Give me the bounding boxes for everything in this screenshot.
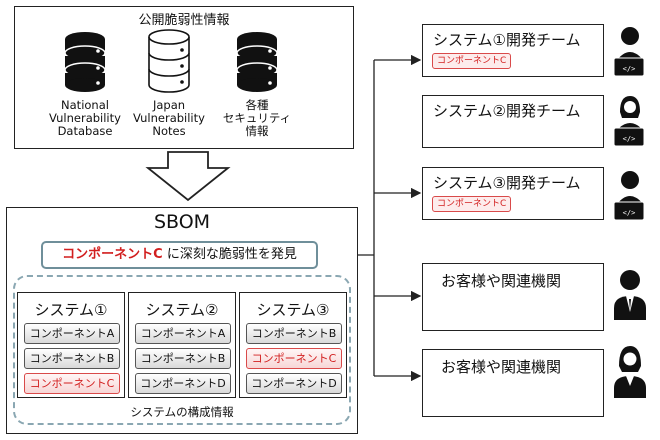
component-item: コンポーネントA	[135, 323, 231, 344]
recipient-box-customer-2: お客様や関連機関	[422, 349, 604, 417]
component-item: コンポーネントA	[24, 323, 120, 344]
server-database-icon	[62, 31, 108, 97]
component-item: コンポーネントD	[135, 373, 231, 394]
recipient-box-team-2: システム②開発チーム	[422, 95, 604, 148]
alert-component-name: コンポーネントC	[62, 247, 163, 262]
component-item-vulnerable: コンポーネントC	[246, 348, 342, 369]
system-title: システム③	[256, 301, 330, 319]
server-database-icon	[234, 31, 280, 97]
server-database-icon	[146, 29, 192, 97]
recipient-title: お客様や関連機関	[441, 358, 562, 376]
component-tag: コンポーネントC	[432, 53, 512, 69]
vulnerability-alert: コンポーネントC に深刻な脆弱性を発見	[41, 241, 318, 269]
system-title: システム②	[145, 301, 219, 319]
component-item: コンポーネントB	[246, 323, 342, 344]
system-3-card: システム③ コンポーネントB コンポーネントC コンポーネントD	[239, 292, 347, 398]
public-vulnerability-info-box: 公開脆弱性情報	[14, 6, 354, 149]
sbom-box: SBOM コンポーネントC に深刻な脆弱性を発見 システム① コンポーネントA …	[6, 207, 358, 434]
component-item: コンポーネントB	[24, 348, 120, 369]
source-label-nvd: National Vulnerability Database	[49, 98, 121, 138]
component-item: コンポーネントB	[135, 348, 231, 369]
recipient-box-team-3: システム③開発チーム コンポーネントC	[422, 167, 604, 220]
public-info-title: 公開脆弱性情報	[138, 13, 230, 28]
component-item: コンポーネントD	[246, 373, 342, 394]
recipient-box-team-1: システム①開発チーム コンポーネントC	[422, 24, 604, 77]
system-2-card: システム② コンポーネントA コンポーネントB コンポーネントD	[128, 292, 236, 398]
recipient-title: お客様や関連機関	[441, 272, 562, 290]
sbom-title: SBOM	[153, 211, 211, 233]
systems-config-group	[13, 275, 351, 425]
source-label-security-info: 各種 セキュリティ 情報	[222, 98, 292, 138]
component-item-vulnerable: コンポーネントC	[24, 373, 120, 394]
source-label-jvn: Japan Vulnerability Notes	[133, 98, 205, 138]
recipient-title: システム③開発チーム	[433, 174, 581, 192]
down-arrow-icon	[145, 151, 231, 202]
recipient-title: システム②開発チーム	[433, 102, 581, 120]
system-title: システム①	[34, 301, 108, 319]
component-tag: コンポーネントC	[432, 196, 512, 212]
alert-message: に深刻な脆弱性を発見	[162, 247, 297, 262]
system-1-card: システム① コンポーネントA コンポーネントB コンポーネントC	[17, 292, 125, 398]
recipient-box-customer-1: お客様や関連機関	[422, 263, 604, 331]
systems-config-caption: システムの構成情報	[130, 405, 234, 419]
recipient-title: システム①開発チーム	[433, 31, 581, 49]
